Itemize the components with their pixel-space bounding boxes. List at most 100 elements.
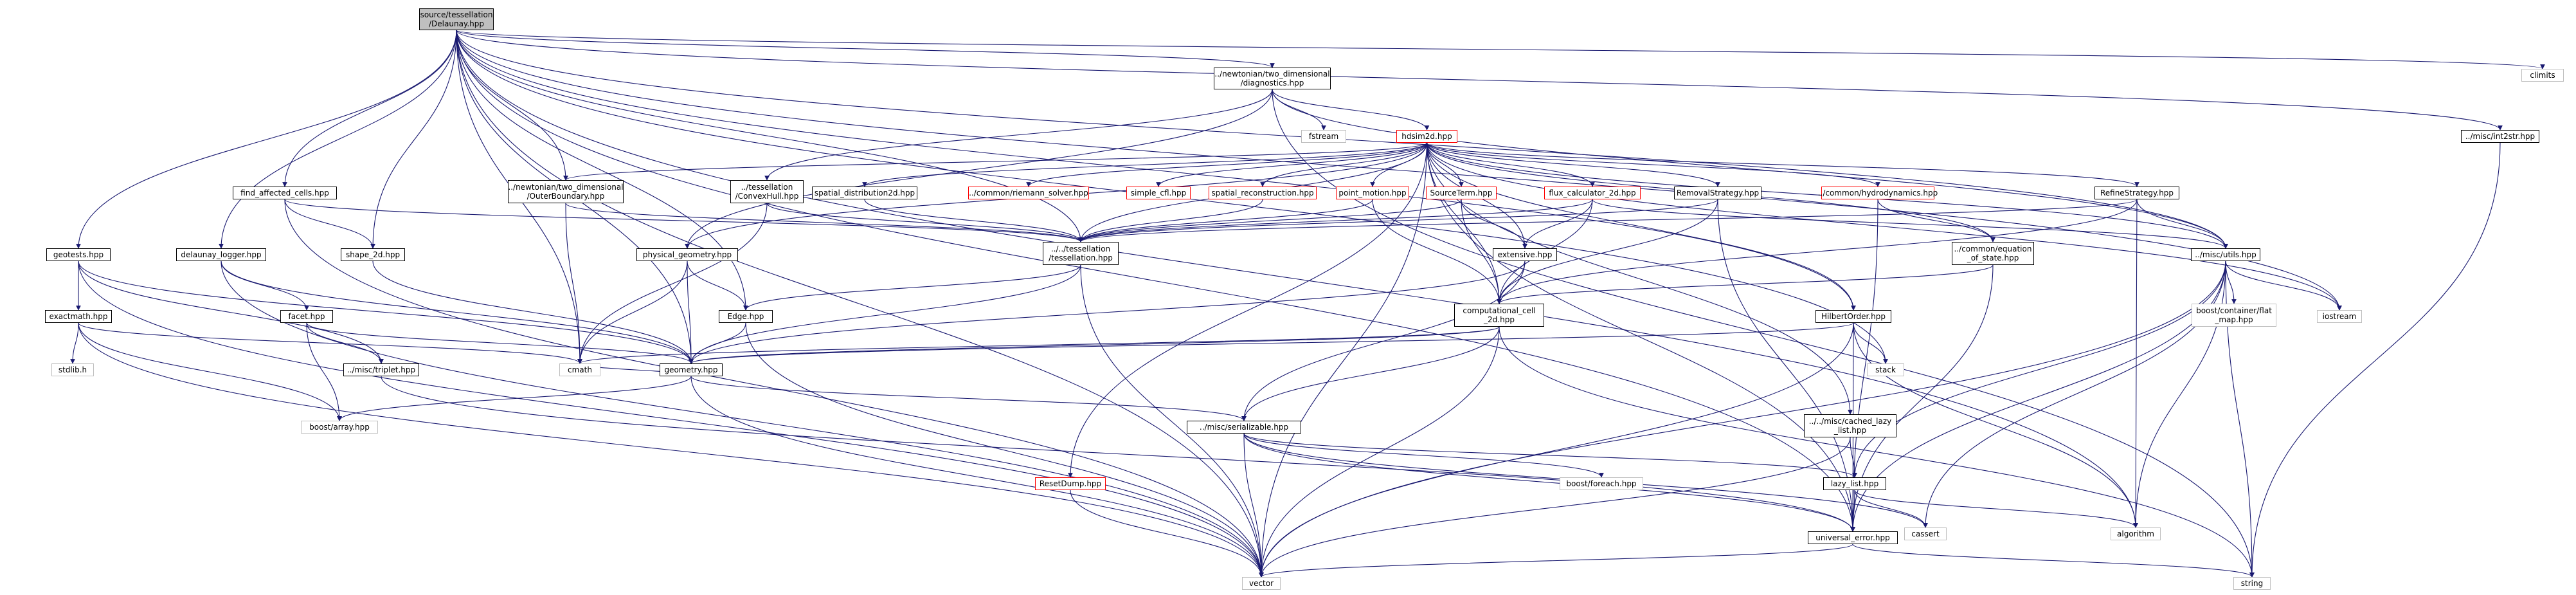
edge-flux_calc-to-utils: [1592, 199, 2228, 249]
edge-hilbert-to-vector: [1259, 322, 1854, 578]
edge-comp_cell-to-serializable: [1241, 326, 1500, 421]
edge-refine-to-algorithm: [2133, 199, 2138, 528]
edge-hdsim-to-refine: [1426, 142, 2139, 187]
node-hilbertorder-hpp[interactable]: HilbertOrder.hpp: [1815, 310, 1891, 323]
edge-facet-to-triplet: [306, 322, 384, 364]
node-boost-array-hpp[interactable]: boost/array.hpp: [301, 421, 378, 434]
edge-diagnostics-to-physical_geometry: [685, 89, 1273, 249]
edge-spatial_recon-to-tessellation: [1078, 199, 1263, 243]
node-boost-foreach-hpp[interactable]: boost/foreach.hpp: [1560, 477, 1643, 490]
edge-hilbert-to-stack: [1853, 322, 1888, 364]
node-cmath[interactable]: cmath: [559, 363, 600, 376]
node-cassert[interactable]: cassert: [1904, 527, 1947, 540]
edge-exactmath-to-vector: [78, 322, 1264, 578]
node-spatial-reconstruction-hpp[interactable]: spatial_reconstruction.hpp: [1209, 187, 1317, 199]
edge-geotests-to-triplet: [78, 261, 384, 364]
node-utils-hpp[interactable]: ../misc/utils.hpp: [2191, 248, 2260, 261]
edge-convexhull-to-cmath: [577, 203, 768, 364]
node-hydrodynamics-hpp[interactable]: ../common/hydrodynamics.hpp: [1818, 187, 1938, 199]
node-find-affected-cells-hpp[interactable]: find_affected_cells.hpp: [233, 187, 337, 199]
edge-cached_lazy-to-lazy_list: [1850, 437, 1857, 478]
node-outer-boundary-hpp[interactable]: ../newtonian/two_dimensional /OuterBound…: [508, 180, 624, 203]
edge-source_term-to-comp_cell: [1461, 199, 1502, 304]
node-fstream[interactable]: fstream: [1301, 130, 1346, 143]
edge-edge-to-vector: [745, 322, 1264, 578]
edge-utils-to-algorithm: [2133, 261, 2226, 528]
node-equation-of-state-hpp[interactable]: ../common/equation _of_state.hpp: [1952, 242, 2034, 265]
edge-exactmath-to-stdlib: [70, 322, 79, 364]
edge-universal_error-to-vector: [1259, 544, 1853, 578]
node-refinestrategy-hpp[interactable]: RefineStrategy.hpp: [2094, 187, 2179, 199]
node-geometry-hpp[interactable]: geometry.hpp: [660, 363, 723, 376]
edge-physical_geometry-to-edge: [687, 261, 748, 311]
edge-lazy_list-to-universal_error: [1850, 490, 1855, 532]
edge-tessellation-to-edge: [743, 264, 1081, 311]
node-computational-cell-2d-hpp[interactable]: computational_cell _2d.hpp: [1454, 304, 1544, 327]
node-delaunay-logger-hpp[interactable]: delaunay_logger.hpp: [176, 248, 266, 261]
edge-outer_boundary-to-tessellation: [565, 203, 1083, 243]
node-flux-calculator-2d-hpp[interactable]: flux_calculator_2d.hpp: [1544, 187, 1641, 199]
node-int2str-hpp[interactable]: ../misc/int2str.hpp: [2461, 130, 2539, 143]
node-spatial-distribution2d-hpp[interactable]: spatial_distribution2d.hpp: [812, 187, 917, 199]
node-iostream[interactable]: iostream: [2317, 310, 2362, 323]
edge-hdsim-to-reset_dump: [1068, 142, 1428, 478]
edge-root-to-algorithm: [456, 30, 2138, 528]
edge-hdsim-to-riemann: [1026, 142, 1428, 187]
edge-hdsim-to-cached_lazy: [1426, 142, 1853, 415]
node-shape-2d-hpp[interactable]: shape_2d.hpp: [341, 248, 405, 261]
node-physical-geometry-hpp[interactable]: physical_geometry.hpp: [636, 248, 738, 261]
edge-serializable-to-vector: [1243, 433, 1264, 578]
node-algorithm[interactable]: algorithm: [2111, 527, 2161, 540]
edge-root-to-find_affected: [282, 30, 457, 187]
edge-find_affected-to-vector: [284, 199, 1264, 578]
node-resetdump-hpp[interactable]: ResetDump.hpp: [1035, 477, 1106, 490]
node-point-motion-hpp[interactable]: point_motion.hpp: [1336, 187, 1409, 199]
edge-root-to-int2str: [456, 30, 2503, 131]
node-simple-cfl-hpp[interactable]: simple_cfl.hpp: [1126, 187, 1191, 199]
node-sourceterm-hpp[interactable]: SourceTerm.hpp: [1426, 187, 1497, 199]
node-boost-container-flat-map-hpp[interactable]: boost/container/flat _map.hpp: [2192, 304, 2276, 327]
node-exactmath-hpp[interactable]: exactmath.hpp: [45, 310, 112, 323]
node-convexhull-hpp[interactable]: ../tessellation /ConvexHull.hpp: [730, 180, 804, 203]
node-hdsim2d-hpp[interactable]: hdsim2d.hpp: [1396, 130, 1457, 143]
node-removalstrategy-hpp[interactable]: RemovalStrategy.hpp: [1674, 187, 1761, 199]
dependency-edges: [70, 30, 2545, 578]
edge-refine-to-tessellation: [1078, 199, 2138, 243]
node-diagnostics-hpp[interactable]: ../newtonian/two_dimensional /diagnostic…: [1214, 68, 1331, 89]
edge-root-to-universal_error: [456, 30, 1855, 532]
node-riemann-solver-hpp[interactable]: ../common/riemann_solver.hpp: [968, 187, 1089, 199]
node-facet-hpp[interactable]: facet.hpp: [280, 310, 333, 323]
edge-diagnostics-to-fstream: [1272, 89, 1326, 131]
edge-serializable-to-lazy_list: [1243, 433, 1857, 478]
node-cached-lazy-list-hpp[interactable]: ../../misc/cached_lazy _list.hpp: [1804, 414, 1896, 437]
edge-root-to-edge: [456, 30, 748, 311]
node-tessellation-hpp[interactable]: ../../tessellation /tessellation.hpp: [1043, 242, 1119, 265]
node-triplet-hpp[interactable]: ../misc/triplet.hpp: [343, 363, 419, 376]
node-stack[interactable]: stack: [1867, 363, 1904, 376]
node-delaunay-hpp[interactable]: source/tessellation /Delaunay.hpp: [419, 8, 494, 30]
edge-geometry-to-boost_array: [337, 376, 692, 421]
edge-hdsim-to-flux_calc: [1426, 142, 1595, 187]
node-serializable-hpp[interactable]: ../misc/serializable.hpp: [1187, 421, 1301, 434]
edge-universal_error-to-string: [1852, 544, 2255, 578]
node-geotests-hpp[interactable]: geotests.hpp: [46, 248, 111, 261]
edge-removal-to-tessellation: [1078, 199, 1718, 243]
node-extensive-hpp[interactable]: extensive.hpp: [1493, 248, 1557, 261]
edge-exactmath-to-cmath: [78, 322, 582, 364]
edge-cached_lazy-to-vector: [1259, 437, 1851, 578]
node-string[interactable]: string: [2233, 577, 2271, 590]
edge-delaunay_logger-to-facet: [221, 261, 309, 311]
edge-int2str-to-string: [2249, 142, 2501, 578]
node-universal-error-hpp[interactable]: universal_error.hpp: [1808, 531, 1898, 544]
edge-lazy_list-to-algorithm: [1854, 490, 2138, 528]
node-edge-hpp[interactable]: Edge.hpp: [719, 310, 773, 323]
edge-diagnostics-to-hdsim: [1272, 89, 1430, 131]
edge-physical_geometry-to-geometry: [687, 261, 694, 364]
edge-flux_calc-to-tessellation: [1078, 199, 1593, 243]
node-vector[interactable]: vector: [1242, 577, 1281, 590]
node-lazy-list-hpp[interactable]: lazy_list.hpp: [1823, 477, 1886, 490]
edge-removal-to-comp_cell: [1497, 199, 1718, 304]
node-stdlib-h[interactable]: stdlib.h: [51, 363, 94, 376]
edge-shape2d-to-geometry: [372, 261, 694, 364]
node-climits[interactable]: climits: [2521, 69, 2564, 82]
